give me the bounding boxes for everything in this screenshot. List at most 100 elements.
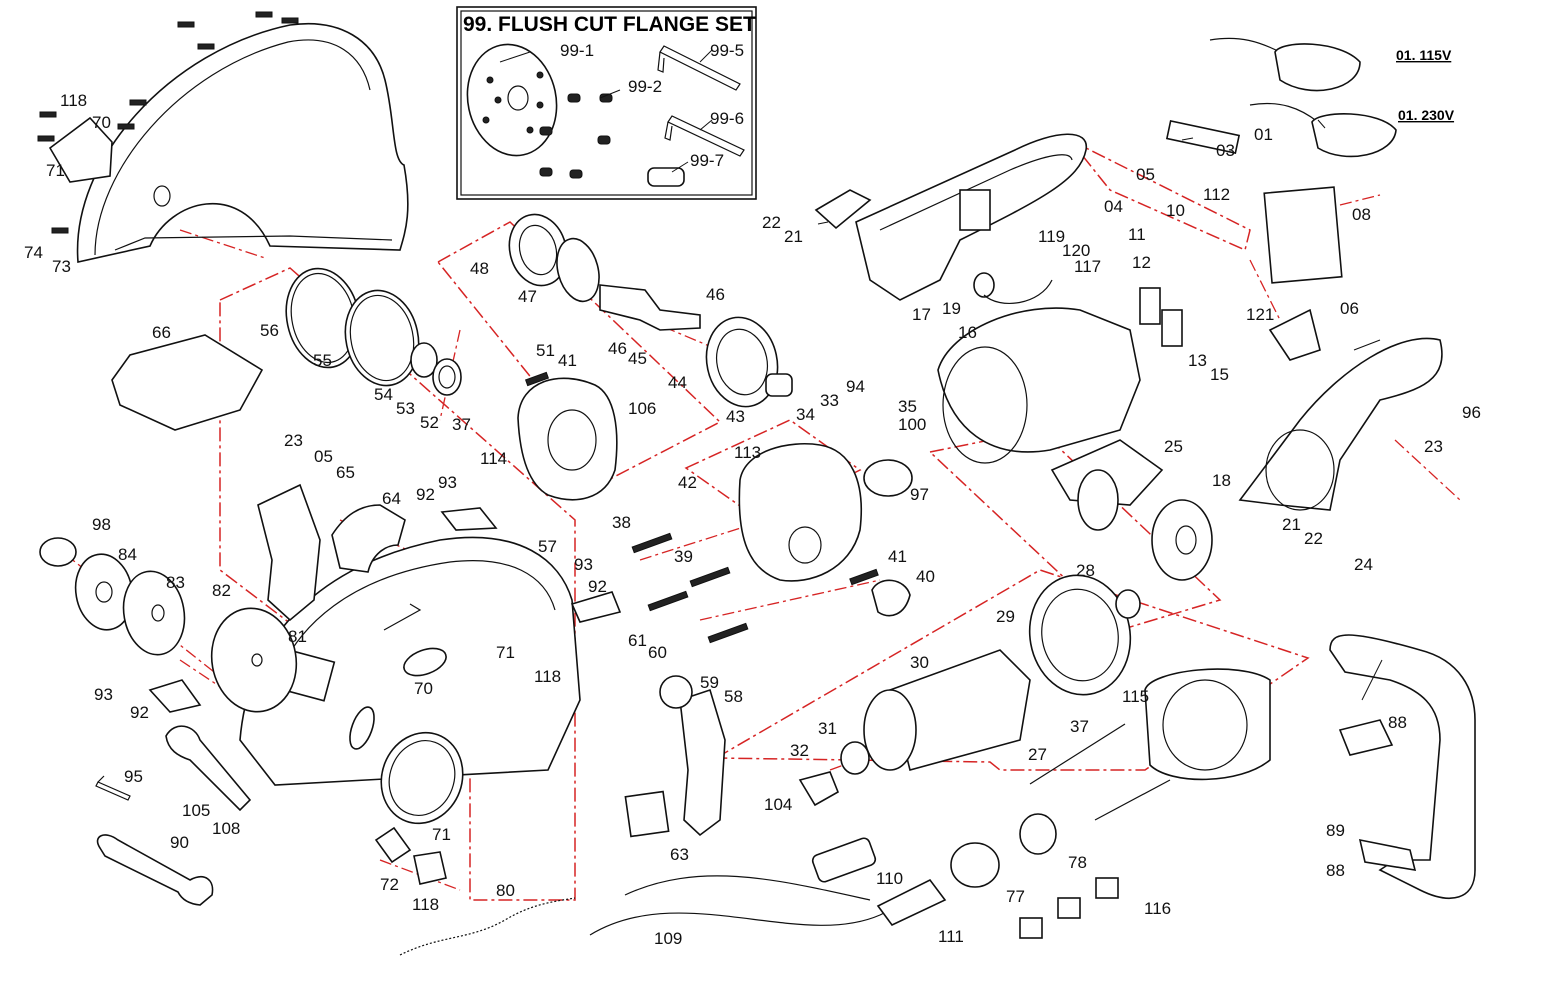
wheel-hub (1175, 525, 1197, 555)
switch-06 (1268, 308, 1321, 361)
part-label: 42 (678, 473, 697, 492)
part-label: 99-1 (560, 41, 594, 60)
bulb-19 (973, 272, 995, 298)
part-label: 29 (996, 607, 1015, 626)
end-cap-bore (788, 526, 822, 564)
part-label: 72 (380, 875, 399, 894)
part-label: 120 (1062, 241, 1090, 260)
part-label: 95 (124, 767, 143, 786)
part-label: 65 (336, 463, 355, 482)
hex-key (95, 775, 131, 801)
part-label: 11 (1128, 225, 1146, 244)
bottom-clamp-block (413, 851, 447, 885)
part-label: 40 (916, 567, 935, 586)
part-label: 97 (910, 485, 929, 504)
part-label: 08 (1352, 205, 1371, 224)
guard-screws (37, 11, 299, 234)
fan-grille (1265, 429, 1335, 511)
part-label: 31 (818, 719, 837, 738)
part-label: 84 (118, 545, 137, 564)
part-label: 112 (1203, 185, 1230, 204)
part-label: 55 (313, 351, 332, 370)
part-label: 54 (374, 385, 393, 404)
gear-housing-bore (547, 409, 597, 471)
part-label: 89 (1326, 821, 1345, 840)
part-label: 01 (1254, 125, 1273, 144)
part-label: 21 (784, 227, 803, 246)
part-label: 110 (876, 869, 903, 888)
part-label: 52 (420, 413, 439, 432)
springs (524, 371, 879, 644)
power-cords (1165, 37, 1397, 158)
part-label: 53 (396, 399, 415, 418)
hose-elbow (331, 504, 406, 573)
part-label: 71 (46, 161, 65, 180)
part-label: 27 (1028, 745, 1047, 764)
part-label: 05 (1136, 165, 1155, 184)
part-label: 23 (1424, 437, 1443, 456)
seal-ring (863, 459, 913, 497)
blade-support-plate (257, 483, 321, 622)
part-label: 30 (910, 653, 929, 672)
terminal-12 (1139, 287, 1161, 325)
water-attachment (111, 334, 264, 431)
upper-blade-guard (76, 23, 409, 263)
part-label: 78 (1068, 853, 1087, 872)
part-label: 63 (670, 845, 689, 864)
part-label: 117 (1074, 257, 1101, 276)
part-label: 41 (558, 351, 577, 370)
part-label: 90 (170, 833, 189, 852)
part-label: 118 (412, 895, 439, 914)
part-label: 28 (1076, 561, 1095, 580)
rear-handle (855, 133, 1087, 301)
part-label: 105 (182, 801, 210, 820)
part-label: 10 (1166, 201, 1185, 220)
part-label: 99-2 (628, 77, 662, 96)
part-label: 88 (1326, 861, 1345, 880)
blade-flanges (39, 537, 298, 713)
part-label: 114 (480, 449, 507, 468)
part-label: 22 (762, 213, 781, 232)
bulb-lead (983, 279, 1053, 304)
bottom-clamp (374, 826, 412, 864)
gear-housing (517, 377, 618, 501)
bail-handle (1329, 634, 1476, 899)
wheel (1151, 499, 1213, 581)
part-label: 19 (942, 299, 961, 318)
part-label: 98 (92, 515, 111, 534)
part-label: 38 (612, 513, 631, 532)
part-label: 115 (1122, 687, 1149, 706)
brush-63 (624, 790, 670, 838)
part-label: 13 (1188, 351, 1207, 370)
pin-spanner (165, 725, 252, 812)
part-label: 109 (654, 929, 682, 948)
part-label: 33 (820, 391, 839, 410)
part-label: 71 (496, 643, 515, 662)
part-label: 93 (438, 473, 457, 492)
part-label: 92 (130, 703, 149, 722)
part-label: 46 (608, 339, 627, 358)
part-label: 48 (470, 259, 489, 278)
part-label: 37 (1070, 717, 1089, 736)
front-handle (1238, 337, 1443, 511)
part-label: 45 (628, 349, 647, 368)
part-label: 16 (958, 323, 977, 342)
part-label: 118 (534, 667, 561, 686)
part-label: 57 (538, 537, 557, 556)
part-label: 99-6 (710, 109, 744, 128)
part-label: 43 (726, 407, 745, 426)
part-label: 106 (628, 399, 656, 418)
part-label: 21 (1282, 515, 1301, 534)
part-label: 04 (1104, 197, 1123, 216)
leader-lines (499, 49, 1383, 701)
water-hose (589, 813, 1057, 936)
handle-bracket-88 (1338, 719, 1394, 756)
part-label: 47 (518, 287, 537, 306)
cover-plate (1263, 186, 1343, 284)
motor-housing (937, 307, 1141, 453)
handle-bracket-89 (1358, 838, 1417, 871)
part-label: 03 (1216, 141, 1235, 160)
water-line (399, 897, 576, 956)
part-label: 111 (938, 927, 964, 946)
